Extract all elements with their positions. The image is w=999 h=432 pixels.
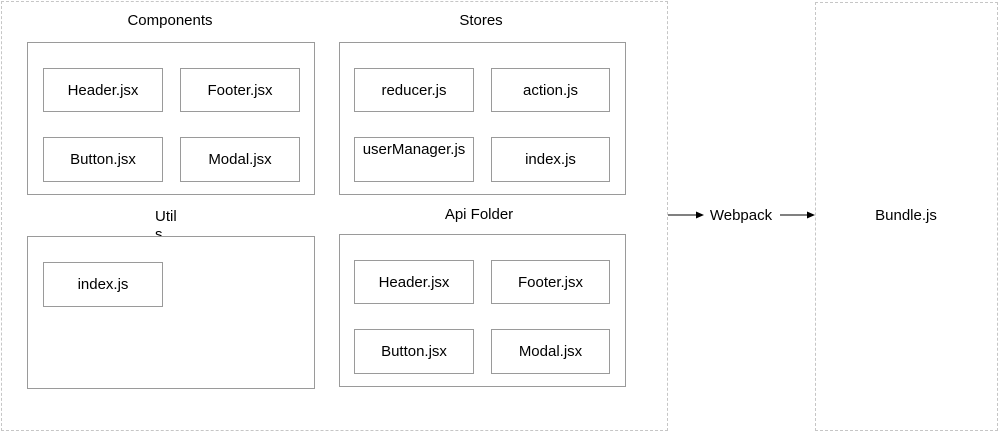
stores-title: Stores — [459, 12, 503, 29]
source-container — [1, 1, 668, 431]
components-title: Components — [127, 12, 213, 29]
component-header-jsx: Header.jsx — [43, 68, 163, 112]
store-action-js: action.js — [491, 68, 610, 112]
api-header-jsx: Header.jsx — [354, 260, 474, 304]
store-index-js: index.js — [491, 137, 610, 182]
utils-title-line1: Util — [155, 208, 177, 225]
utils-group — [27, 236, 315, 389]
api-folder-title: Api Folder — [444, 206, 514, 223]
arrow-to-bundle-head — [807, 211, 815, 219]
store-usermanager-js: userManager.js — [354, 137, 474, 182]
api-button-jsx: Button.jsx — [354, 329, 474, 374]
utils-title: Util s — [155, 208, 185, 244]
store-reducer-js: reducer.js — [354, 68, 474, 112]
utils-index-js: index.js — [43, 262, 163, 307]
component-button-jsx: Button.jsx — [43, 137, 163, 182]
api-modal-jsx: Modal.jsx — [491, 329, 610, 374]
arrow-to-webpack-head — [696, 211, 704, 219]
utils-title-line2: s — [155, 226, 163, 243]
component-footer-jsx: Footer.jsx — [180, 68, 300, 112]
webpack-label: Webpack — [709, 207, 773, 224]
api-footer-jsx: Footer.jsx — [491, 260, 610, 304]
bundle-container — [815, 2, 998, 431]
bundle-js-label: Bundle.js — [875, 207, 937, 224]
component-modal-jsx: Modal.jsx — [180, 137, 300, 182]
